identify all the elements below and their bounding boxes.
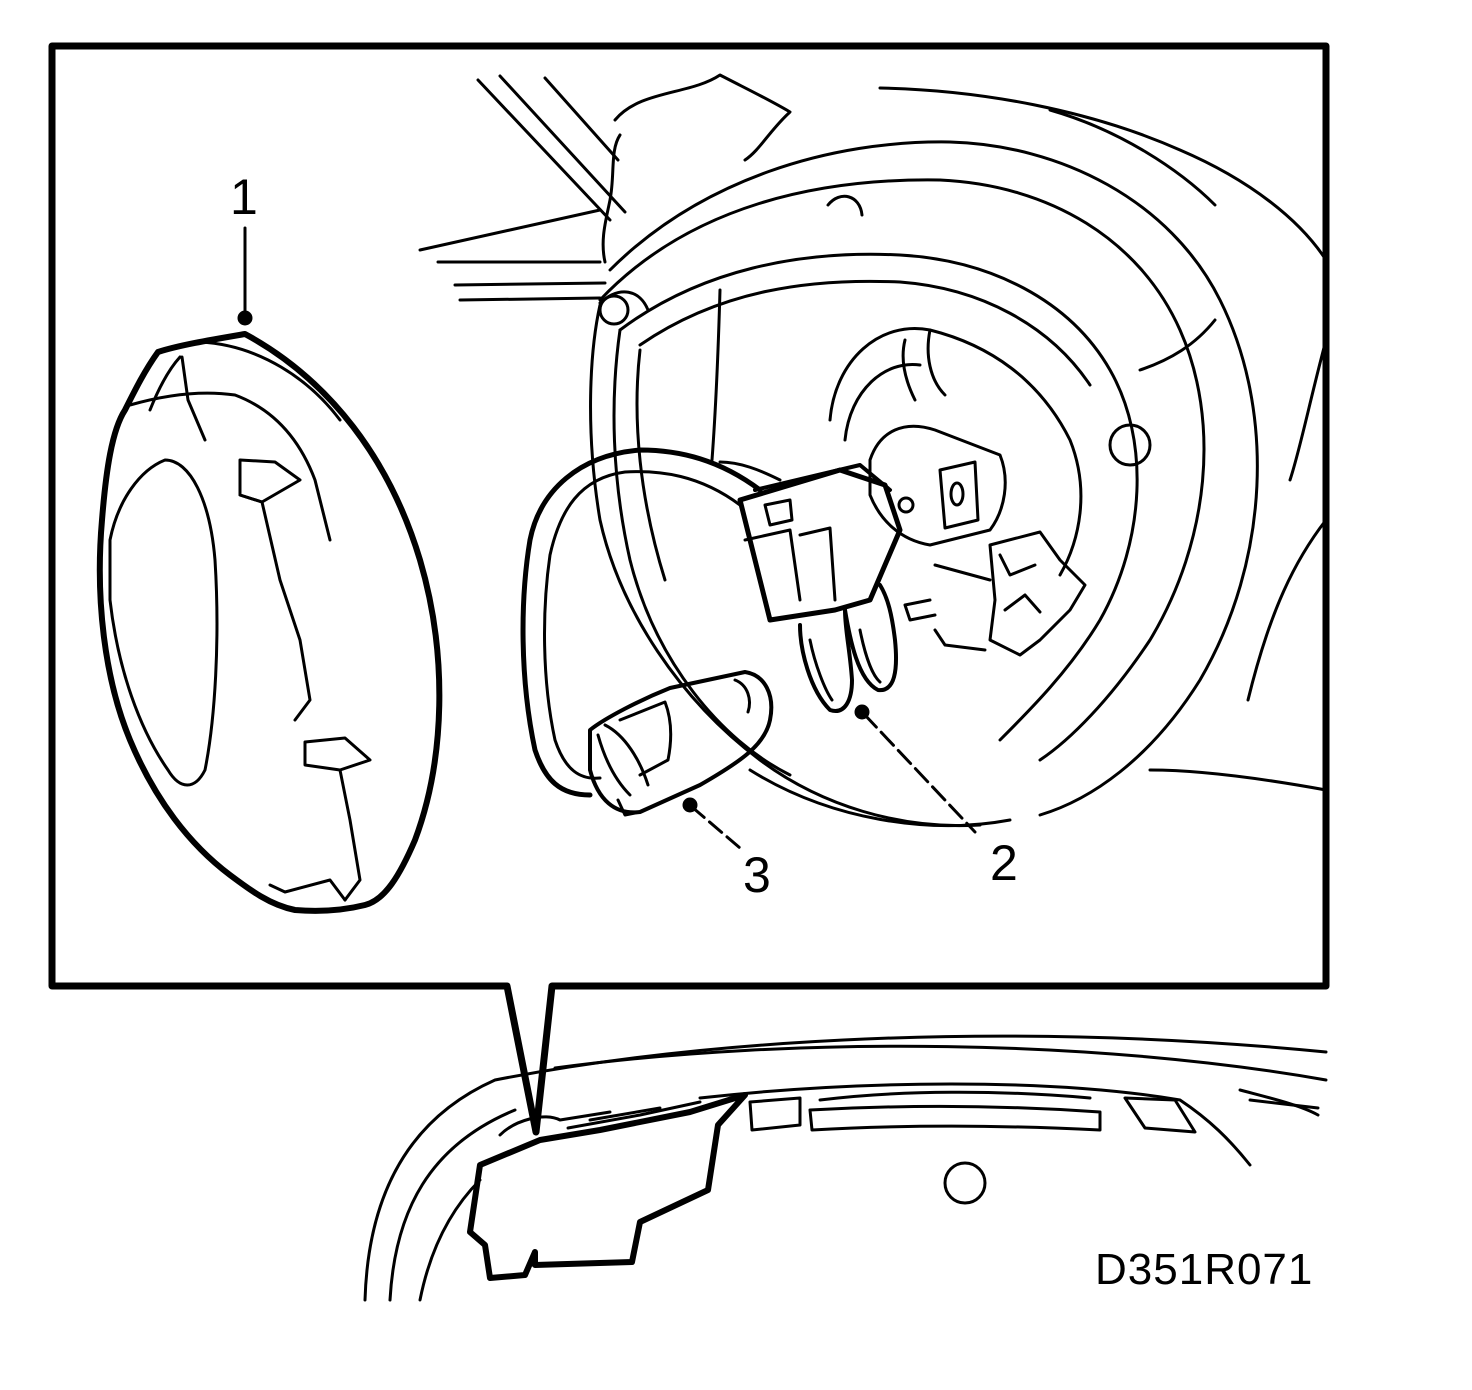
leader-dot-3 — [682, 797, 698, 813]
headlamp-outline — [467, 1092, 748, 1281]
headlamp-cover-cap — [96, 331, 443, 914]
leader-3 — [690, 805, 742, 850]
bulb-holder — [828, 327, 1087, 657]
leader-dot-1 — [237, 310, 253, 326]
callout-label-3: 3 — [743, 847, 771, 903]
wiring-harness — [520, 447, 782, 798]
figure-code: D351R071 — [1095, 1245, 1314, 1294]
inset-frame — [48, 42, 1330, 1136]
leader-2 — [862, 712, 977, 834]
leader-dot-2 — [854, 704, 870, 720]
headlamp-housing — [589, 140, 1259, 828]
callout-leaders — [237, 226, 977, 850]
vehicle-overview — [363, 1034, 1328, 1302]
bulb-connector — [737, 463, 903, 713]
callout-label-1: 1 — [230, 169, 258, 225]
position-lamp-holder — [588, 670, 774, 817]
background-bodywork — [418, 73, 1328, 792]
callout-label-2: 2 — [990, 835, 1018, 891]
